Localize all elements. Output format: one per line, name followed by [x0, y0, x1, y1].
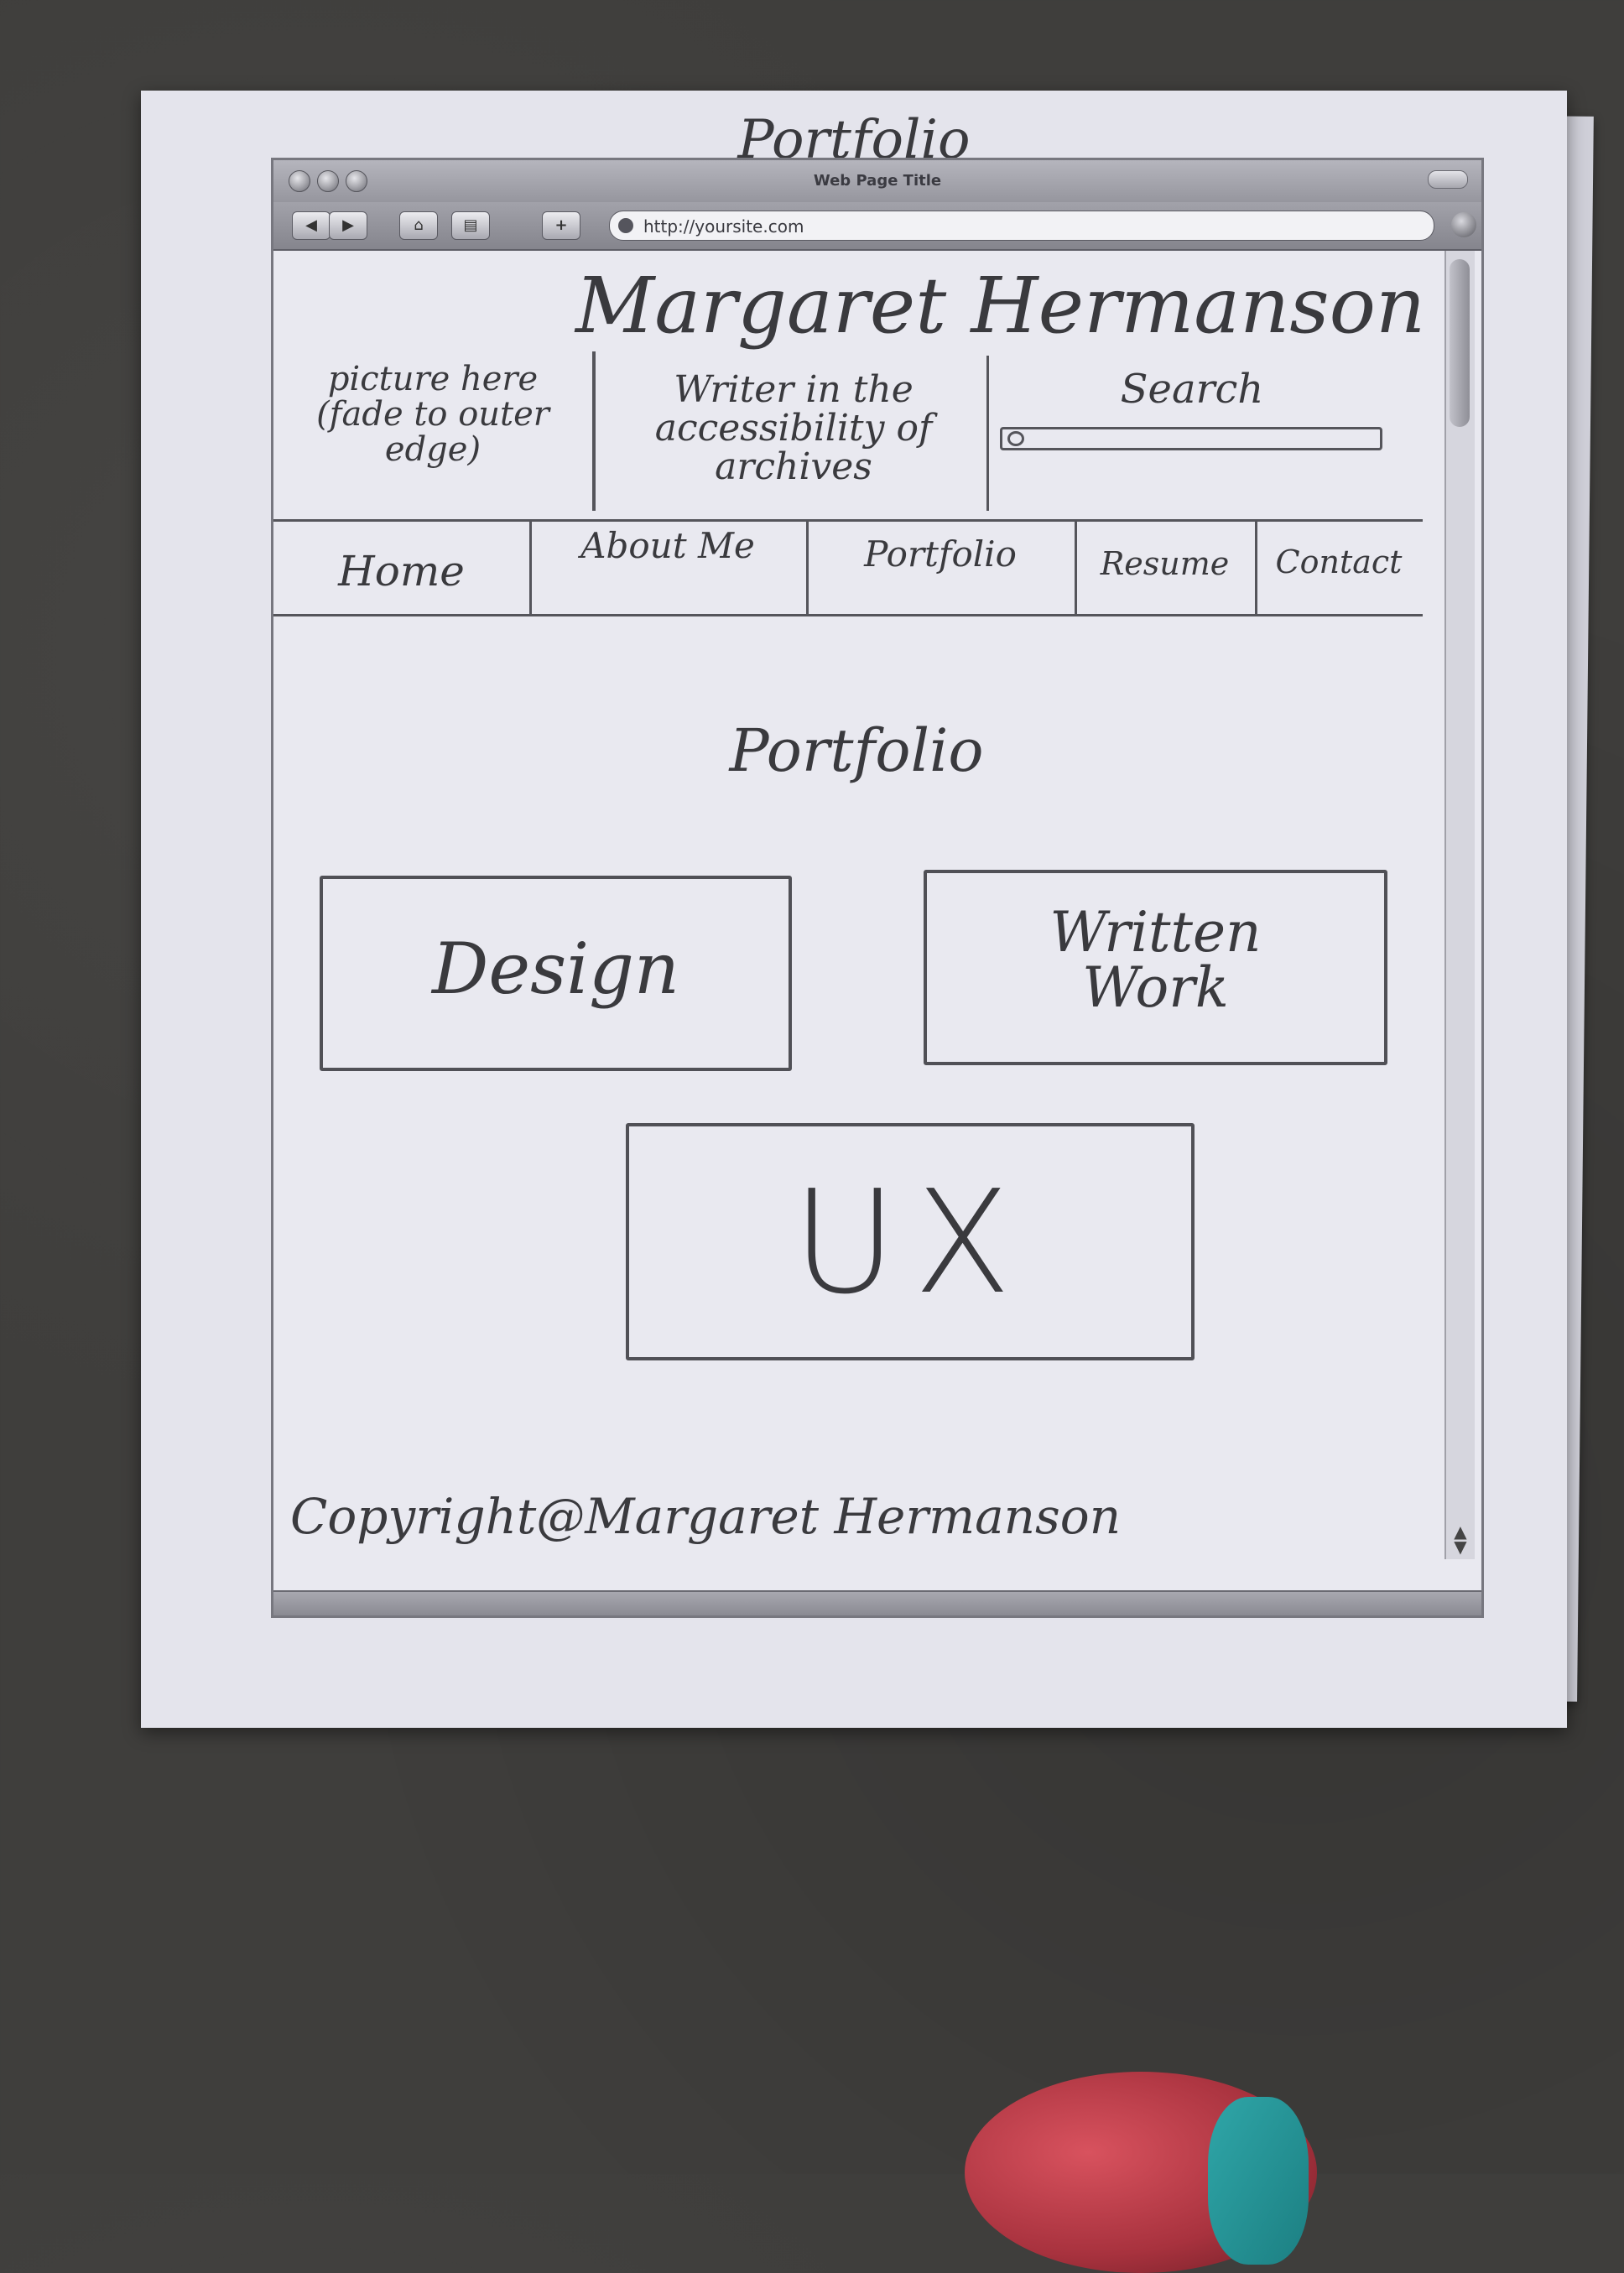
- page-viewport: Margaret Hermanson picture here (fade to…: [273, 251, 1439, 1559]
- nav-item-about-me[interactable]: About Me: [529, 522, 809, 614]
- nav-item-portfolio[interactable]: Portfolio: [806, 522, 1077, 614]
- sketch-paper: Portfolio Web Page Title ◀ ▶ ⌂ ▤ + http:…: [141, 91, 1567, 1728]
- nav-item-label: Home: [338, 547, 465, 596]
- toolbar-toggle-icon[interactable]: [1428, 170, 1468, 189]
- nav-bar: Home About Me Portfolio Resume Contact: [273, 519, 1423, 616]
- status-bar: [273, 1590, 1481, 1615]
- address-bar[interactable]: http://yoursite.com: [609, 211, 1434, 241]
- add-bookmark-button[interactable]: +: [542, 211, 580, 240]
- nav-item-label: Resume: [1100, 545, 1230, 582]
- search-icon: [1007, 431, 1024, 446]
- site-icon: [618, 218, 633, 233]
- written-work-tile[interactable]: Written Work: [924, 870, 1387, 1065]
- scrollbar-thumb[interactable]: [1450, 259, 1470, 427]
- picture-placeholder-text: picture here (fade to outer edge): [316, 360, 549, 469]
- scroll-arrows[interactable]: ▲ ▼: [1446, 1521, 1475, 1557]
- picture-placeholder: picture here (fade to outer edge): [278, 351, 596, 511]
- window-title: Web Page Title: [813, 172, 942, 190]
- page-heading: Portfolio: [729, 716, 984, 785]
- activity-icon: [1451, 212, 1476, 237]
- forward-button[interactable]: ▶: [329, 211, 367, 240]
- footer-copyright: Copyright@Margaret Hermanson: [290, 1488, 1122, 1545]
- window-titlebar: Web Page Title: [273, 160, 1481, 203]
- search-label: Search: [1120, 366, 1264, 413]
- nav-item-label: Portfolio: [864, 533, 1017, 575]
- nav-item-home[interactable]: Home: [273, 522, 532, 614]
- back-button[interactable]: ◀: [292, 211, 331, 240]
- close-window-icon[interactable]: [289, 170, 310, 192]
- tagline-text: Writer in the accessibility of archives: [654, 368, 933, 489]
- scroll-down-icon[interactable]: ▼: [1454, 1537, 1467, 1557]
- home-button[interactable]: ⌂: [399, 211, 438, 240]
- nav-item-resume[interactable]: Resume: [1075, 522, 1257, 614]
- bookmarks-button[interactable]: ▤: [451, 211, 490, 240]
- browser-toolbar: ◀ ▶ ⌂ ▤ + http://yoursite.com: [273, 202, 1481, 251]
- scroll-up-icon[interactable]: ▲: [1454, 1521, 1467, 1542]
- ux-tile-label: UX: [792, 1160, 1028, 1326]
- nav-item-contact[interactable]: Contact: [1255, 522, 1423, 614]
- tagline-block: Writer in the accessibility of archives: [601, 356, 989, 511]
- vertical-scrollbar[interactable]: ▲ ▼: [1444, 251, 1475, 1559]
- site-name: Margaret Hermanson: [575, 261, 1426, 351]
- zoom-window-icon[interactable]: [346, 170, 367, 192]
- browser-window: Web Page Title ◀ ▶ ⌂ ▤ + http://yoursite…: [271, 158, 1484, 1618]
- ux-tile[interactable]: UX: [626, 1123, 1195, 1360]
- design-tile[interactable]: Design: [320, 876, 792, 1071]
- written-work-tile-label: Written Work: [1049, 900, 1262, 1020]
- minimize-window-icon[interactable]: [317, 170, 339, 192]
- design-tile-label: Design: [432, 928, 679, 1010]
- url-text: http://yoursite.com: [643, 216, 804, 237]
- nav-item-label: About Me: [580, 525, 755, 566]
- nav-item-label: Contact: [1275, 544, 1403, 580]
- sock-stripe: [1208, 2097, 1309, 2265]
- search-input[interactable]: [1000, 427, 1382, 450]
